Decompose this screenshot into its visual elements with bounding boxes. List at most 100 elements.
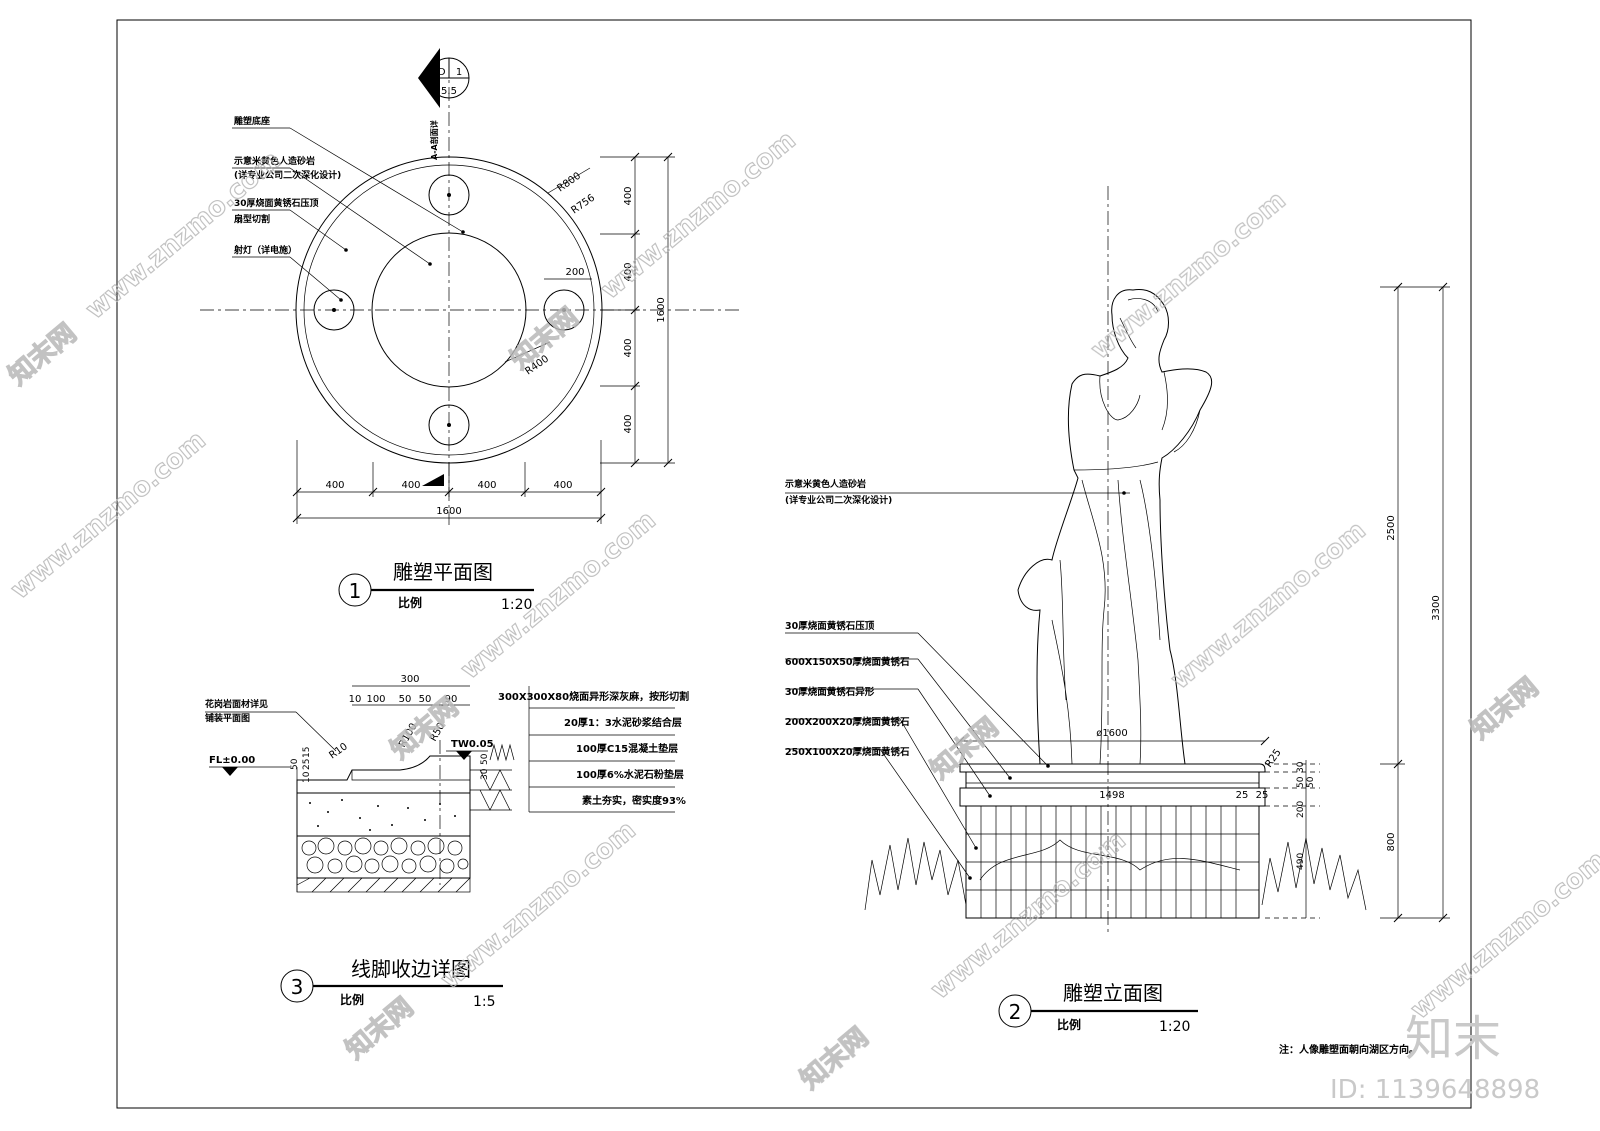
detail-level-left: FL±0.00 bbox=[209, 755, 255, 766]
sheet-frame bbox=[116, 19, 1472, 1109]
plan-vdim-total: 1600 bbox=[656, 297, 667, 322]
elevation-material-4: 200X200X20厚烧面黄锈石 bbox=[785, 716, 910, 728]
detail-right-dim-1: 30 bbox=[480, 768, 490, 780]
plan-center-circle bbox=[371, 232, 527, 388]
detail-sub-dim-1: 10 bbox=[349, 694, 362, 705]
section-marker-label: LD bbox=[432, 67, 446, 78]
plan-horizontal-dims bbox=[292, 440, 606, 524]
elevation-rdim-50a: 50 bbox=[1296, 776, 1306, 788]
plan-dim-200: 200 bbox=[565, 267, 584, 278]
spotlight-group bbox=[313, 174, 585, 446]
detail-radius-r10: R10 bbox=[327, 741, 349, 761]
elevation-leaders bbox=[785, 491, 1130, 880]
plan-hdim-3: 400 bbox=[477, 480, 496, 491]
elevation-material-3: 30厚烧面黄锈石异形 bbox=[785, 686, 875, 698]
watermark-site-4: www.znzmo.com bbox=[455, 505, 661, 685]
elevation-statue-label-1: 示意米黄色人造砂岩 bbox=[785, 478, 866, 490]
elevation-material-2: 600X150X50厚烧面黄锈石 bbox=[785, 656, 910, 668]
watermark-brand-1: 知末网 bbox=[3, 318, 82, 391]
detail-sub-dim-4: 50 bbox=[419, 694, 432, 705]
elevation-title-block: 2 雕塑立面图 比例 1:20 bbox=[998, 981, 1198, 1035]
elevation-scale-label: 比例 bbox=[1057, 1017, 1081, 1032]
detail-sub-dim-5: 90 bbox=[445, 694, 458, 705]
detail-left-dim-1: 50 bbox=[290, 758, 300, 770]
elevation-edge-dim-2: 25 bbox=[1256, 790, 1269, 801]
elevation-outer-dims bbox=[1380, 282, 1450, 923]
watermark-site-2: www.znzmo.com bbox=[5, 425, 211, 605]
elevation-dim-total: 3300 bbox=[1431, 595, 1442, 620]
detail-layer-2: 20厚1：3水泥砂浆结合层 bbox=[564, 716, 682, 729]
detail-top-dim: 300 bbox=[400, 674, 419, 685]
detail-layer-5: 素土夯实，密实度93% bbox=[582, 794, 686, 807]
detail-title-block: 3 线脚收边详图 比例 1:5 bbox=[280, 957, 503, 1010]
detail-left-dim-4: 15 bbox=[302, 747, 312, 758]
elevation-dim-2500: 2500 bbox=[1386, 515, 1397, 540]
detail-left-dim-3: 25 bbox=[302, 759, 312, 770]
elevation-rdim-30: 30 bbox=[1296, 761, 1306, 773]
watermark-site-9: www.znzmo.com bbox=[1405, 845, 1600, 1025]
plan-hdim-4: 400 bbox=[553, 480, 572, 491]
elevation-rdim-50b: 50 bbox=[1306, 776, 1316, 788]
elevation-scale: 1:20 bbox=[1159, 1019, 1190, 1035]
plan-label-2: 示意米黄色人造砂岩 bbox=[234, 155, 315, 167]
section-marker: LD 1 5.5 A-A剖面详 bbox=[418, 48, 470, 486]
elevation-title: 雕塑立面图 bbox=[1063, 981, 1163, 1005]
elevation-dia: ø1600 bbox=[1096, 728, 1128, 739]
sheet-note: 注：人像雕塑面朝向湖区方向。 bbox=[1279, 1043, 1419, 1056]
plan-hdim-total: 1600 bbox=[436, 506, 461, 517]
detail-left-dim-2: 10 bbox=[302, 771, 312, 783]
plan-scale: 1:20 bbox=[501, 597, 532, 613]
watermark-brand-5: 知末网 bbox=[925, 712, 1004, 785]
detail-layer-3: 100厚C15混凝土垫层 bbox=[576, 742, 678, 755]
section-marker-text: A-A剖面详 bbox=[429, 120, 439, 160]
watermark-site-7: www.znzmo.com bbox=[1165, 515, 1371, 695]
plan-label-1: 雕塑底座 bbox=[234, 115, 270, 127]
watermark-site-8: www.znzmo.com bbox=[925, 825, 1131, 1005]
detail-layer-1: 300X300X80烧面异形深灰麻，按形切割 bbox=[498, 690, 689, 703]
watermark-site-1: www.znzmo.com bbox=[80, 145, 286, 325]
detail-gravel bbox=[301, 837, 469, 874]
detail-sub-dim-2: 100 bbox=[366, 694, 385, 705]
watermark-site-5: www.znzmo.com bbox=[435, 815, 641, 995]
detail-title-number: 3 bbox=[291, 975, 304, 999]
detail-right-dim-2: 50 bbox=[480, 753, 490, 765]
elevation-material-1: 30厚烧面黄锈石压顶 bbox=[785, 620, 875, 632]
plan-label-4: 30厚烧面黄锈石压顶 bbox=[234, 197, 319, 209]
watermark-logo: 知末 bbox=[1405, 1011, 1501, 1067]
plan-label-5: 扇型切割 bbox=[234, 213, 270, 225]
plan-label-3: (详专业公司二次深化设计) bbox=[234, 169, 341, 181]
elevation-r25: R25 bbox=[1263, 747, 1283, 769]
detail-sub-dim-3: 50 bbox=[399, 694, 412, 705]
plan-vertical-dims bbox=[600, 152, 675, 468]
plan-vdim-3: 400 bbox=[623, 338, 634, 357]
plan-radius-r800: R800 bbox=[555, 171, 583, 195]
detail-hatch bbox=[296, 743, 515, 893]
watermark-brand-6: 知末网 bbox=[795, 1022, 874, 1095]
detail-concrete-dots bbox=[309, 799, 456, 831]
watermark-site-6: www.znzmo.com bbox=[1085, 185, 1291, 365]
plan-title: 雕塑平面图 bbox=[393, 560, 493, 584]
plan-label-6: 射灯（详电施） bbox=[233, 244, 297, 256]
elevation-dim-800: 800 bbox=[1386, 832, 1397, 851]
plan-title-block: 1 雕塑平面图 比例 1:20 bbox=[338, 560, 534, 613]
detail-level-right: TW0.05 bbox=[451, 739, 494, 750]
plan-leaders bbox=[232, 127, 465, 302]
elevation-rdim-490: 490 bbox=[1296, 853, 1306, 870]
elevation-width: 1498 bbox=[1099, 790, 1124, 801]
detail-left-note-2: 铺装平面图 bbox=[205, 712, 250, 724]
elevation-rdim-200: 200 bbox=[1296, 801, 1306, 818]
plan-scale-label: 比例 bbox=[398, 595, 422, 610]
section-marker-index: 1 bbox=[456, 67, 462, 78]
detail-scale: 1:5 bbox=[473, 994, 496, 1010]
pedestal bbox=[959, 763, 1266, 919]
detail-title: 线脚收边详图 bbox=[351, 957, 471, 981]
watermarks: 知末网 www.znzmo.com www.znzmo.com 知末网 www.… bbox=[3, 125, 1600, 1096]
plan-hdim-1: 400 bbox=[325, 480, 344, 491]
elevation-title-number: 2 bbox=[1009, 1000, 1022, 1024]
elevation-statue-label-2: (详专业公司二次深化设计) bbox=[785, 494, 892, 506]
watermark-id: ID: 1139648898 bbox=[1330, 1075, 1540, 1105]
detail-scale-label: 比例 bbox=[340, 992, 364, 1007]
detail-layer-callouts bbox=[528, 686, 675, 813]
watermark-site-3: www.znzmo.com bbox=[595, 125, 801, 305]
